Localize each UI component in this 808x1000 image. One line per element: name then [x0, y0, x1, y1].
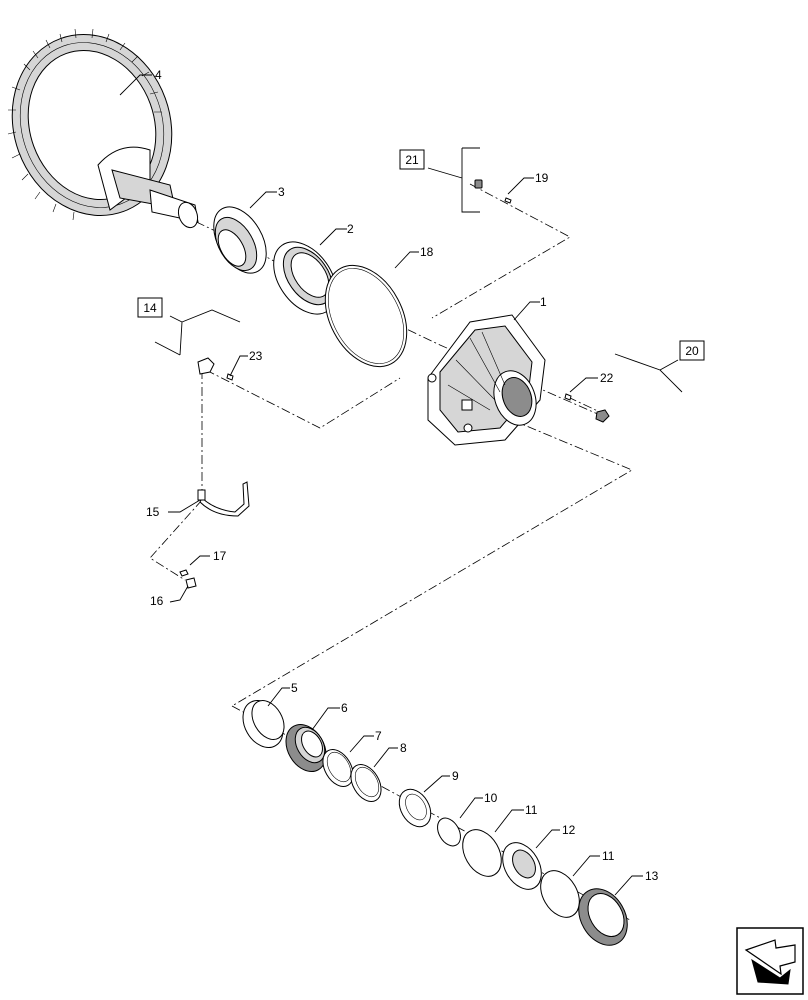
callout-12: 12 [562, 823, 576, 837]
callout-23: 23 [249, 349, 263, 363]
callout-10: 10 [484, 791, 498, 805]
fitting-23 [197, 357, 234, 381]
leader-lines [119, 74, 683, 896]
clip-16-17 [179, 569, 197, 589]
svg-text:20: 20 [685, 344, 699, 358]
callout-7: 7 [375, 729, 382, 743]
callout-4: 4 [155, 68, 162, 82]
callout-8: 8 [400, 741, 407, 755]
boxed-callout-14: 14 [137, 297, 163, 318]
callout-18: 18 [420, 245, 434, 259]
callout-17: 17 [213, 549, 227, 563]
ring-gear-pinion [7, 28, 199, 229]
callout-6: 6 [341, 701, 348, 715]
callout-1: 1 [540, 295, 547, 309]
lube-tube [197, 481, 250, 517]
callout-9: 9 [452, 769, 459, 783]
svg-text:21: 21 [405, 153, 419, 167]
boxed-callout-21: 21 [399, 149, 425, 170]
callout-16: 16 [150, 594, 164, 608]
callout-3: 3 [278, 185, 285, 199]
callout-11a: 11 [525, 803, 538, 817]
callout-11b: 11 [602, 849, 615, 863]
callout-22: 22 [600, 371, 614, 385]
boxed-callout-20: 20 [679, 340, 705, 361]
o-ring [324, 264, 408, 368]
svg-text:14: 14 [143, 301, 157, 315]
direction-arrow-icon[interactable] [736, 927, 804, 995]
callout-15: 15 [146, 505, 160, 519]
callout-5: 5 [291, 681, 298, 695]
callout-2: 2 [347, 222, 354, 236]
callout-13: 13 [645, 869, 659, 883]
lower-stack [242, 700, 628, 946]
callout-numbers: 1 2 3 4 5 6 7 8 9 10 11 12 11 13 15 16 1… [146, 68, 659, 883]
hardware-20-22 [564, 393, 610, 423]
carrier-housing [427, 314, 546, 446]
bearing-cup [273, 241, 337, 315]
hardware-19-21 [474, 179, 512, 204]
bearing-cone [213, 206, 267, 274]
callout-19: 19 [535, 171, 549, 185]
